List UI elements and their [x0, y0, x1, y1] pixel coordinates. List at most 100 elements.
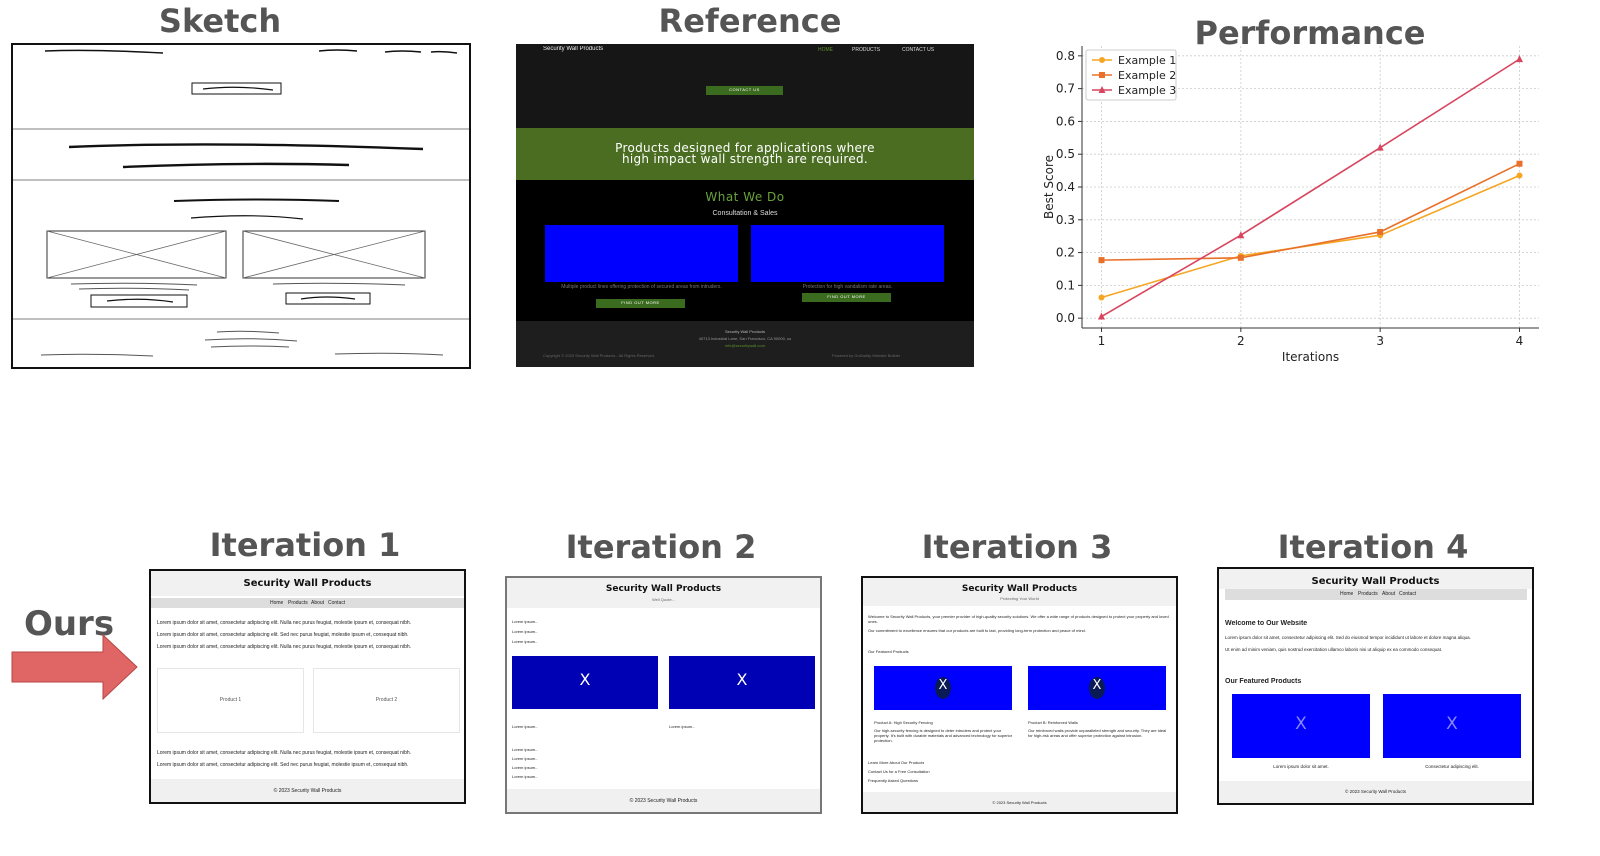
x-tick-label-3: 4	[1516, 334, 1524, 348]
reference-nav-contact[interactable]: CONTACT US	[902, 47, 935, 53]
iteration1-footer: © 2023 Security Wall Products	[273, 788, 342, 794]
iteration2-x-1: X	[579, 670, 591, 689]
series2-point-1	[1098, 257, 1105, 264]
iteration3-intro-2: Our commitment to excellence ensures tha…	[868, 628, 1086, 633]
iteration1-screenshot: Security Wall Products Home Products Abo…	[149, 569, 466, 804]
iteration4-nav-products[interactable]: Products	[1358, 591, 1378, 597]
iteration4-heading: Iteration 4	[1277, 528, 1469, 566]
iteration4-cap2: Consectetur adipiscing elit.	[1425, 764, 1479, 769]
iteration2-bottom-2: Lorem ipsum...	[512, 756, 539, 761]
iteration4-p2: Ut enim ad minim veniam, quis nostrud ex…	[1225, 647, 1443, 652]
iteration3-subtitle: Protecting Your World	[1000, 596, 1039, 601]
sketch-panel	[11, 43, 471, 369]
iteration2-subtitle: Well Quote...	[651, 597, 676, 602]
reference-footer-address: 40713 Industrial Lane, San Francisco, CA…	[698, 336, 792, 341]
iteration3-prod-a-title: Product A: High Security Fencing	[874, 720, 933, 725]
iteration2-lorem-1: Lorem ipsum...	[512, 619, 539, 624]
iteration3-screenshot: Security Wall Products Protecting Your W…	[861, 576, 1178, 814]
reference-card1-text: Multiple product lines offering protecti…	[561, 284, 722, 290]
ours-label: Ours	[23, 604, 115, 644]
iteration1-nav-home[interactable]: Home	[270, 600, 284, 606]
iteration2-bottom-4: Lorem ipsum...	[512, 774, 539, 779]
iteration3-link-1[interactable]: Learn More About Our Products	[868, 760, 925, 765]
iteration1-nav-products[interactable]: Products	[288, 600, 308, 606]
iteration3-link-2[interactable]: Contact Us for a Free Consultation	[868, 769, 930, 774]
iteration4-footer: © 2023 Security Wall Products	[1345, 789, 1406, 794]
iteration1-nav: Home Products About Contact	[151, 598, 464, 608]
iteration3-link-3[interactable]: Frequently Asked Questions	[868, 778, 919, 783]
iteration2-caption-left: Lorem ipsum...	[512, 724, 539, 729]
iteration3-footer: © 2023 Security Wall Products	[992, 800, 1047, 805]
iteration1-nav-about[interactable]: About	[311, 600, 325, 606]
legend-box	[1085, 49, 1177, 101]
iteration1-lorem-1: Lorem ipsum dolor sit amet, consectetur …	[157, 620, 412, 626]
iteration4-cap1: Lorem ipsum dolor sit amet.	[1273, 764, 1329, 769]
iteration4-nav-contact[interactable]: Contact	[1399, 591, 1417, 597]
series3-point-1	[1098, 312, 1106, 320]
performance-heading: Performance	[1194, 14, 1426, 52]
x-tick-label-2: 3	[1376, 334, 1384, 348]
iteration1-nav-contact[interactable]: Contact	[328, 600, 346, 606]
reference-nav-home[interactable]: HOME	[818, 47, 833, 53]
reference-banner-line1: Products designed for applications where	[615, 141, 875, 155]
reference-contact-button[interactable]: CONTACT US	[706, 86, 783, 95]
iteration2-screenshot: Security Wall Products Well Quote... Lor…	[505, 576, 822, 814]
x-axis-label: Iterations	[1282, 350, 1339, 364]
reference-find-out-more-1[interactable]: FIND OUT MORE	[596, 299, 685, 308]
series3-point-3	[1376, 143, 1384, 151]
x-tick-label-1: 2	[1237, 334, 1245, 348]
iteration3-image-b: X	[1028, 666, 1166, 710]
legend-label-1: Example 1	[1118, 54, 1176, 67]
reference-brand: Security Wall Products	[543, 46, 604, 52]
series2-point-3	[1377, 228, 1384, 235]
iteration2-image-2: X	[669, 656, 815, 709]
series3-point-2	[1237, 231, 1245, 239]
iteration3-x-b: X	[1092, 678, 1102, 693]
iteration1-bottom-1: Lorem ipsum dolor sit amet, consectetur …	[157, 750, 412, 756]
iteration3-prod-b-text: Our reinforced walls provide unparallele…	[1028, 728, 1167, 738]
sketch-drawing	[11, 43, 471, 369]
reference-powered: Powered by GoDaddy Website Builder	[832, 353, 901, 358]
sketch-heading: Sketch	[158, 2, 282, 40]
iteration4-nav-home[interactable]: Home	[1340, 591, 1354, 597]
iteration3-title: Security Wall Products	[961, 584, 1078, 594]
iteration2-caption-right: Lorem ipsum...	[669, 724, 696, 729]
iteration2-lorem-3: Lorem ipsum...	[512, 639, 539, 644]
ours-arrow-icon	[11, 634, 138, 700]
iteration3-prod-a-text: Our high-security fencing is designed to…	[874, 728, 1013, 743]
iteration2-bottom-3: Lorem ipsum...	[512, 765, 539, 770]
series-line-2	[1101, 163, 1520, 261]
iteration2-heading: Iteration 2	[565, 528, 757, 566]
x-tick-label-0: 1	[1098, 334, 1106, 348]
y-tick-label-3: 0.3	[1056, 213, 1075, 227]
reference-subtitle: Consultation & Sales	[712, 210, 778, 217]
iteration3-image-a: X	[874, 666, 1012, 710]
reference-footer-email[interactable]: info@securitywall.com	[725, 343, 765, 348]
iteration4-x-2: X	[1446, 714, 1458, 734]
iteration4-x-1: X	[1295, 714, 1307, 734]
iteration3-featured: Our Featured Products	[868, 649, 909, 654]
y-tick-label-0: 0.0	[1056, 311, 1075, 325]
iteration2-image-1: X	[512, 656, 658, 709]
iteration3-prod-b-title: Product B: Reinforced Walls	[1028, 720, 1078, 725]
legend-marker-1	[1099, 57, 1105, 63]
reference-nav-products[interactable]: PRODUCTS	[852, 47, 881, 53]
iteration4-image-2: X	[1383, 694, 1521, 758]
iteration2-footer: © 2023 Security Wall Products	[629, 798, 698, 804]
reference-banner-line2: high impact wall strength are required.	[621, 152, 869, 166]
iteration2-x-2: X	[736, 670, 748, 689]
series-line-3	[1101, 58, 1520, 318]
iteration4-nav-about[interactable]: About	[1382, 591, 1396, 597]
iteration4-image-1: X	[1232, 694, 1370, 758]
iteration2-bottom-1: Lorem ipsum...	[512, 747, 539, 752]
reference-find-out-more-2[interactable]: FIND OUT MORE	[802, 293, 891, 302]
reference-heading: Reference	[658, 2, 842, 40]
iteration3-x-a: X	[938, 678, 948, 693]
reference-section: What We Do Consultation & Sales Multiple…	[516, 180, 974, 321]
legend-label-2: Example 2	[1118, 69, 1176, 82]
y-tick-label-4: 0.4	[1056, 180, 1075, 194]
iteration2-title: Security Wall Products	[605, 584, 722, 594]
reference-panel: Security Wall Products HOME PRODUCTS CON…	[516, 44, 974, 367]
iteration3-intro-1: Welcome to Security Wall Products, your …	[868, 614, 1169, 624]
